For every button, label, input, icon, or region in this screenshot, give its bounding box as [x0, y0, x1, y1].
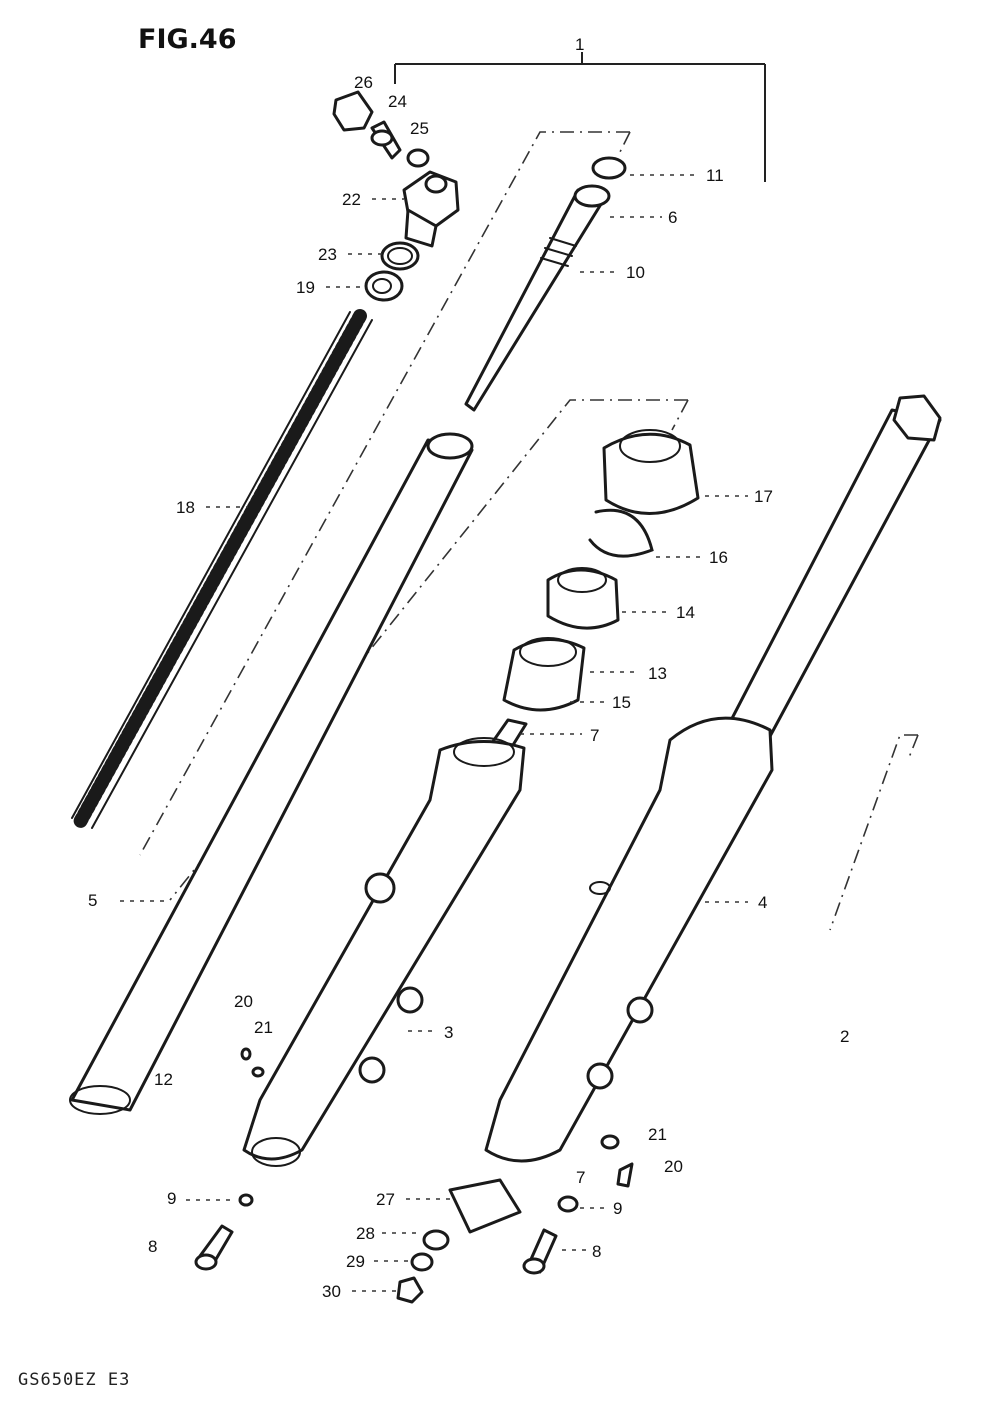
- callout-27: 27: [376, 1190, 395, 1209]
- part-damper-rod: [464, 156, 627, 412]
- part-30-nut: [396, 1276, 424, 1304]
- part-3-outer-tube: [242, 737, 526, 1167]
- callout-20-right: 20: [664, 1157, 683, 1176]
- callout-25: 25: [410, 119, 429, 138]
- callout-19: 19: [296, 278, 315, 297]
- part-27-axle-holder: [448, 1178, 522, 1234]
- callout-3: 3: [444, 1023, 453, 1042]
- part-9-washer-left: [238, 1193, 254, 1207]
- part-8-bolt-left: [194, 1224, 234, 1271]
- callout-12: 12: [154, 1070, 173, 1089]
- callout-26: 26: [354, 73, 373, 92]
- part-14-oil-seal: [546, 567, 620, 630]
- callout-11: 11: [706, 166, 724, 185]
- callout-23: 23: [318, 245, 337, 264]
- part-25-o-ring: [406, 148, 430, 168]
- callout-7-lower: 7: [576, 1168, 585, 1187]
- callout-2: 2: [840, 1027, 849, 1046]
- part-18-fork-spring: [71, 309, 373, 829]
- figure-title: FIG.46: [138, 24, 236, 55]
- callout-21-right: 21: [648, 1125, 667, 1144]
- callout-24: 24: [388, 92, 407, 111]
- part-24-valve: [370, 120, 402, 160]
- callout-9-left: 9: [167, 1189, 176, 1208]
- callout-28: 28: [356, 1224, 375, 1243]
- leader-lines: [120, 174, 748, 1292]
- callout-14: 14: [676, 603, 695, 622]
- callout-1: 1: [575, 35, 584, 54]
- callout-7-upper: 7: [590, 726, 599, 745]
- callout-labels: 1 2 3 4 5 6 7 7 8 8 9 9 10 11 12 13 14 1…: [88, 35, 849, 1301]
- part-26-cap: [332, 90, 374, 132]
- part-5-inner-tube: [69, 432, 474, 1115]
- part-23-washer: [380, 241, 420, 271]
- part-8-bolt-right: [522, 1228, 558, 1275]
- callout-4: 4: [758, 893, 767, 912]
- callout-18: 18: [176, 498, 195, 517]
- callout-9-right: 9: [613, 1199, 622, 1218]
- callout-16: 16: [709, 548, 728, 567]
- callout-20-left: 20: [234, 992, 253, 1011]
- callout-21-left: 21: [254, 1018, 273, 1037]
- part-13-15-bushing: [502, 637, 586, 712]
- assembly-bracket: [394, 52, 766, 182]
- part-19-spacer: [364, 270, 404, 302]
- part-4-right-fork: [484, 394, 942, 1163]
- callout-30: 30: [322, 1282, 341, 1301]
- callout-8-left: 8: [148, 1237, 157, 1256]
- callout-8-right: 8: [592, 1242, 601, 1261]
- part-17-dust-seal: [602, 429, 700, 515]
- callout-22: 22: [342, 190, 361, 209]
- callout-13: 13: [648, 664, 667, 683]
- model-code: GS650EZ E3: [18, 1370, 130, 1390]
- callout-10: 10: [626, 263, 645, 282]
- callout-29: 29: [346, 1252, 365, 1271]
- part-20-21-hardware: [240, 1047, 634, 1188]
- callout-5: 5: [88, 891, 97, 910]
- part-22-cap-bolt: [402, 170, 460, 248]
- callout-15: 15: [612, 693, 631, 712]
- part-16-clip: [588, 508, 654, 558]
- callout-17: 17: [754, 487, 773, 506]
- part-29-washer: [410, 1252, 434, 1272]
- part-28-washer: [422, 1229, 450, 1251]
- callout-6: 6: [668, 208, 677, 227]
- part-9-washer-right: [557, 1195, 579, 1213]
